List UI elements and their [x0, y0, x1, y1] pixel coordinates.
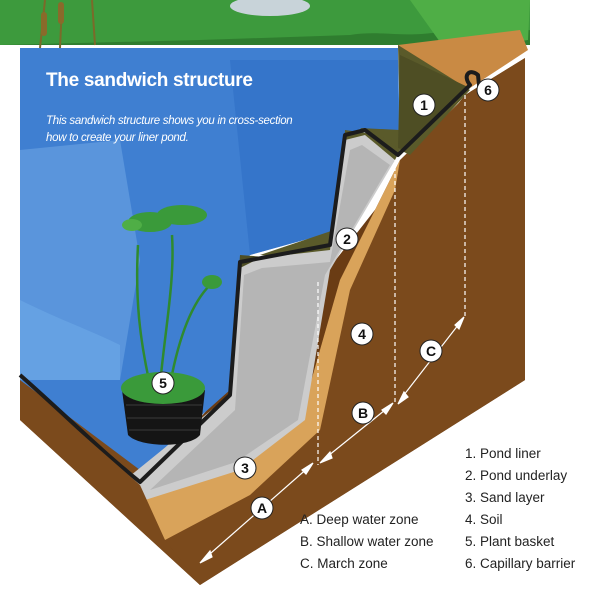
zone-marker-b-label: B [358, 405, 368, 421]
layers-legend-item: 2. Pond underlay [465, 468, 568, 483]
zones-legend-item: B. Shallow water zone [300, 534, 434, 549]
water-lily-plant [122, 205, 222, 386]
ground-base [20, 380, 200, 585]
zone-marker-c: C [419, 339, 443, 363]
zone-markers: A B C [250, 339, 443, 520]
zones-legend-item: A. Deep water zone [300, 512, 419, 527]
soil-front [20, 58, 525, 585]
layer-markers: 1 2 3 4 5 6 [151, 78, 500, 480]
zones-legend-item: C. March zone [300, 556, 388, 571]
layers-legend-item: 1. Pond liner [465, 446, 541, 461]
zone-dividers [317, 95, 466, 465]
layer-marker-1-label: 1 [420, 97, 428, 113]
layer-marker-6-label: 6 [484, 82, 492, 98]
underlay-layer [125, 135, 395, 500]
zone-marker-b: B [351, 401, 375, 425]
zone-marker-a-label: A [257, 500, 267, 516]
water-body [20, 48, 400, 470]
layer-marker-5: 5 [151, 371, 175, 395]
diagram-subtitle: This sandwich structure shows you in cro… [46, 115, 293, 144]
layer-marker-3-label: 3 [241, 460, 249, 476]
layers-legend: 1. Pond liner 2. Pond underlay 3. Sand l… [465, 443, 575, 575]
zone-marker-a: A [250, 496, 274, 520]
zones-legend: A. Deep water zone B. Shallow water zone… [300, 509, 434, 575]
layer-marker-2-label: 2 [343, 231, 351, 247]
layer-marker-1: 1 [412, 93, 436, 117]
layers-legend-item: 3. Sand layer [465, 490, 545, 505]
diagram-title: The sandwich structure [46, 70, 253, 91]
zone-marker-c-label: C [426, 343, 436, 359]
background-vegetation [0, 0, 530, 49]
layer-marker-4: 4 [350, 322, 374, 346]
layers-legend-item: 5. Plant basket [465, 534, 555, 549]
sand-layer [125, 160, 400, 540]
layer-marker-5-label: 5 [159, 375, 167, 391]
layer-marker-4-label: 4 [358, 326, 366, 342]
layer-marker-3: 3 [233, 456, 257, 480]
layer-marker-2: 2 [335, 227, 359, 251]
pond-liner [18, 70, 482, 484]
layer-marker-6: 6 [476, 78, 500, 102]
layers-legend-item: 4. Soil [465, 512, 503, 527]
layers-legend-item: 6. Capillary barrier [465, 556, 576, 571]
